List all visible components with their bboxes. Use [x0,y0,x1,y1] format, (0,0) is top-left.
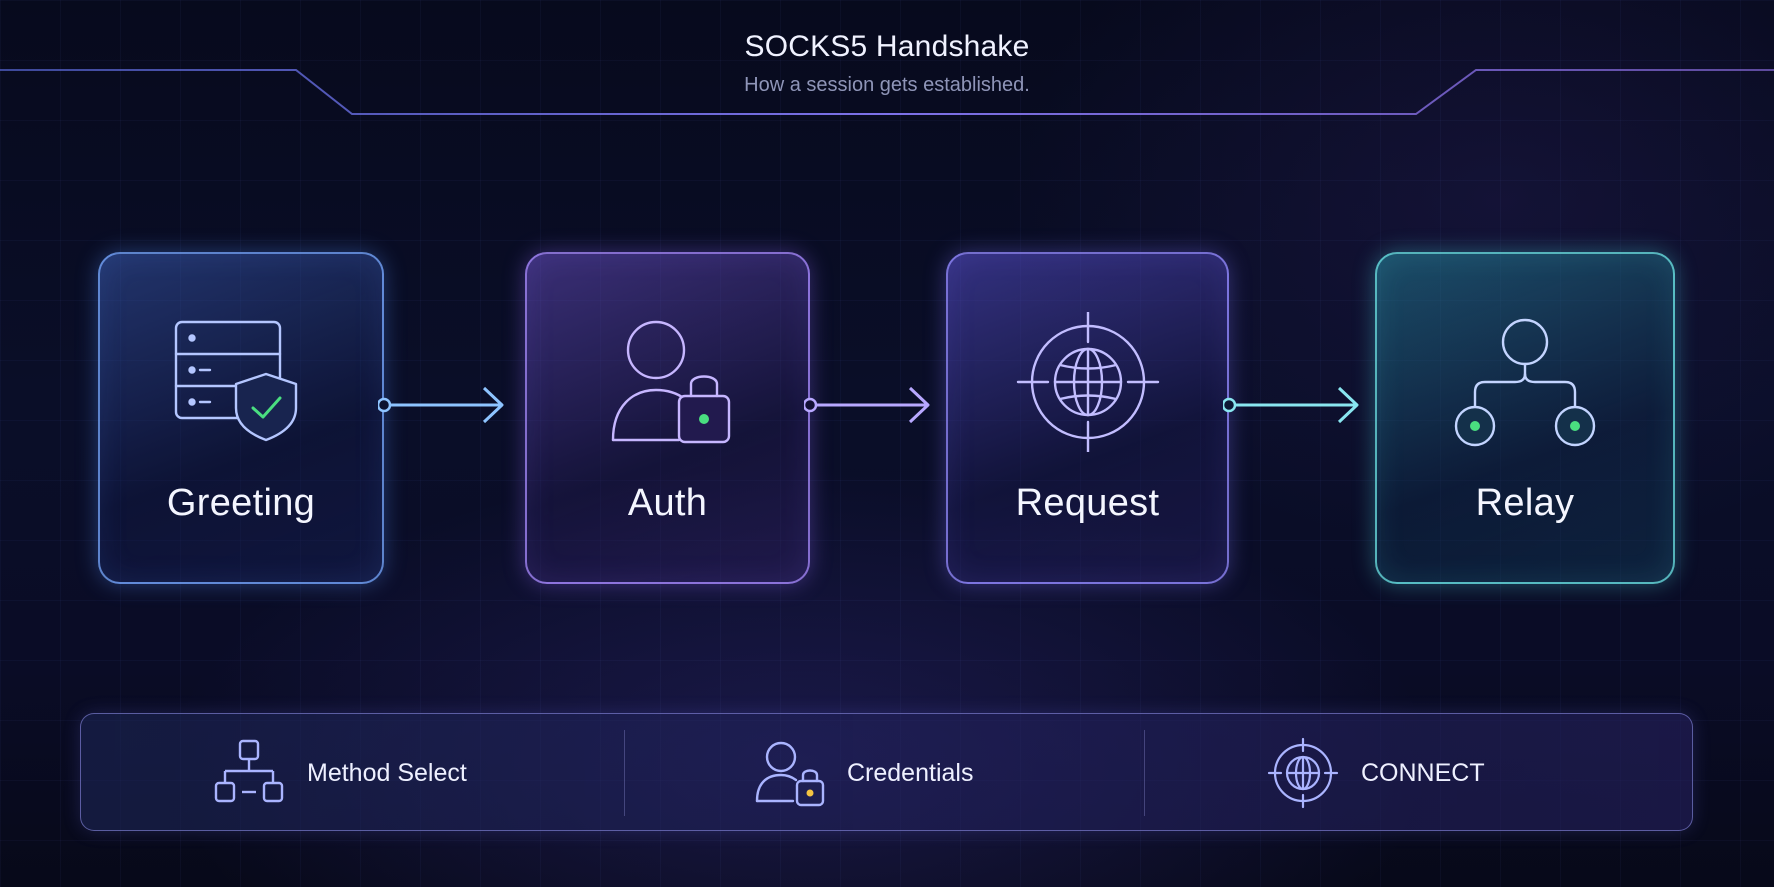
arrow-greeting-to-auth [378,386,504,424]
network-nodes-icon [214,739,284,803]
detail-divider [624,730,625,816]
step-label-relay: Relay [1475,482,1575,524]
detail-method-select[interactable]: Method Select [213,714,467,832]
detail-label-credentials: Credentials [847,758,974,787]
detail-label-connect: CONNECT [1361,758,1485,787]
user-lock-icon [593,312,743,452]
globe-crosshair-icon [1013,310,1163,454]
step-card-request[interactable]: Request [946,252,1229,584]
page-title: SOCKS5 Handshake [744,30,1030,63]
user-lock-icon [755,741,825,807]
relay-nodes-icon [1450,312,1600,452]
detail-label-method-select: Method Select [307,758,467,787]
step-label-request: Request [1015,482,1160,524]
globe-crosshair-icon [1267,737,1339,809]
detail-divider [1144,730,1145,816]
step-card-relay[interactable]: Relay [1375,252,1675,584]
arrow-auth-to-request [804,386,930,424]
arrow-request-to-relay [1223,386,1359,424]
server-shield-icon [166,312,316,452]
step-label-auth: Auth [627,482,708,524]
step-label-greeting: Greeting [166,482,316,524]
step-card-auth[interactable]: Auth [525,252,810,584]
detail-connect[interactable]: CONNECT [1267,714,1485,832]
step-card-greeting[interactable]: Greeting [98,252,384,584]
page-subtitle: How a session gets established. [744,74,1030,96]
detail-credentials[interactable]: Credentials [753,714,973,832]
detail-bar: Method Select Credentials CONNECT [80,713,1693,831]
